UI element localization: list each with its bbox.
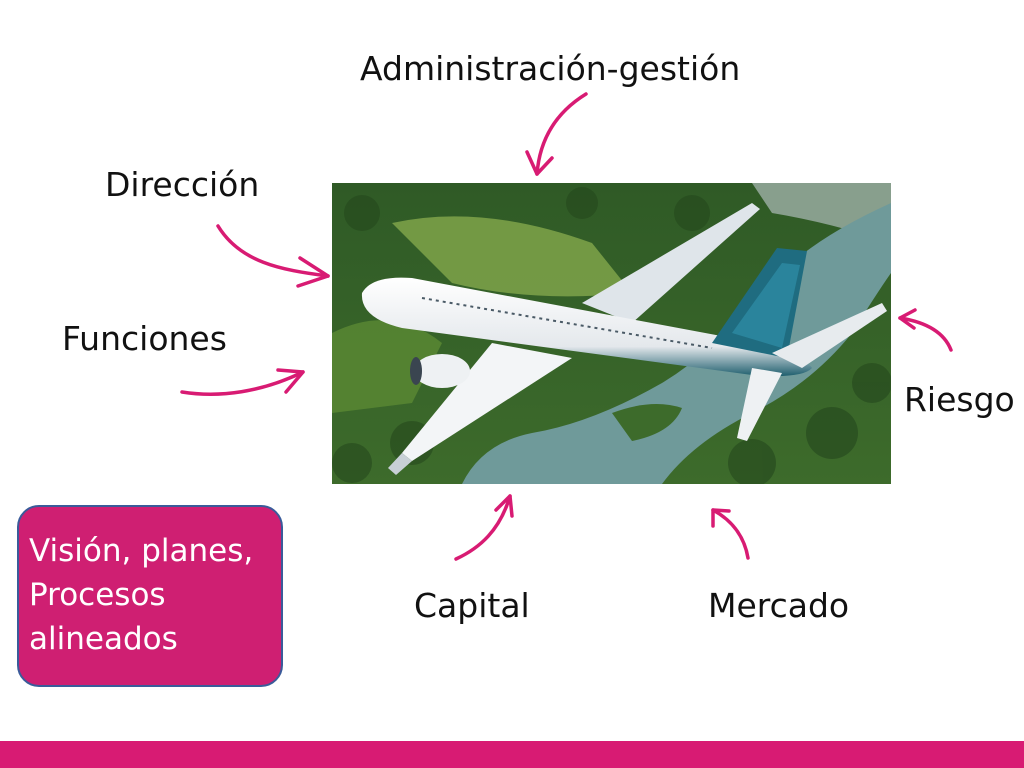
label-riesgo: Riesgo <box>904 380 1015 419</box>
arrow-capital <box>454 494 514 561</box>
airplane-illustration <box>332 183 891 484</box>
airplane-photo <box>332 183 891 484</box>
label-administracion-gestion: Administración-gestión <box>360 49 741 88</box>
arrow-riesgo <box>898 308 953 352</box>
arrow-administracion <box>525 92 588 176</box>
callout-vision-box: Visión, planes, Procesos alineados <box>17 505 283 687</box>
label-funciones: Funciones <box>62 319 227 358</box>
callout-line-1: Visión, planes, <box>29 533 254 569</box>
arrow-direccion <box>216 224 330 288</box>
label-mercado: Mercado <box>708 586 850 625</box>
bottom-accent-bar <box>0 741 1024 768</box>
label-capital: Capital <box>414 586 530 625</box>
label-direccion: Dirección <box>105 165 260 204</box>
arrow-mercado <box>711 508 750 560</box>
arrow-funciones <box>180 368 305 396</box>
callout-line-3: alineados <box>29 621 178 657</box>
callout-line-2: Procesos <box>29 577 166 613</box>
